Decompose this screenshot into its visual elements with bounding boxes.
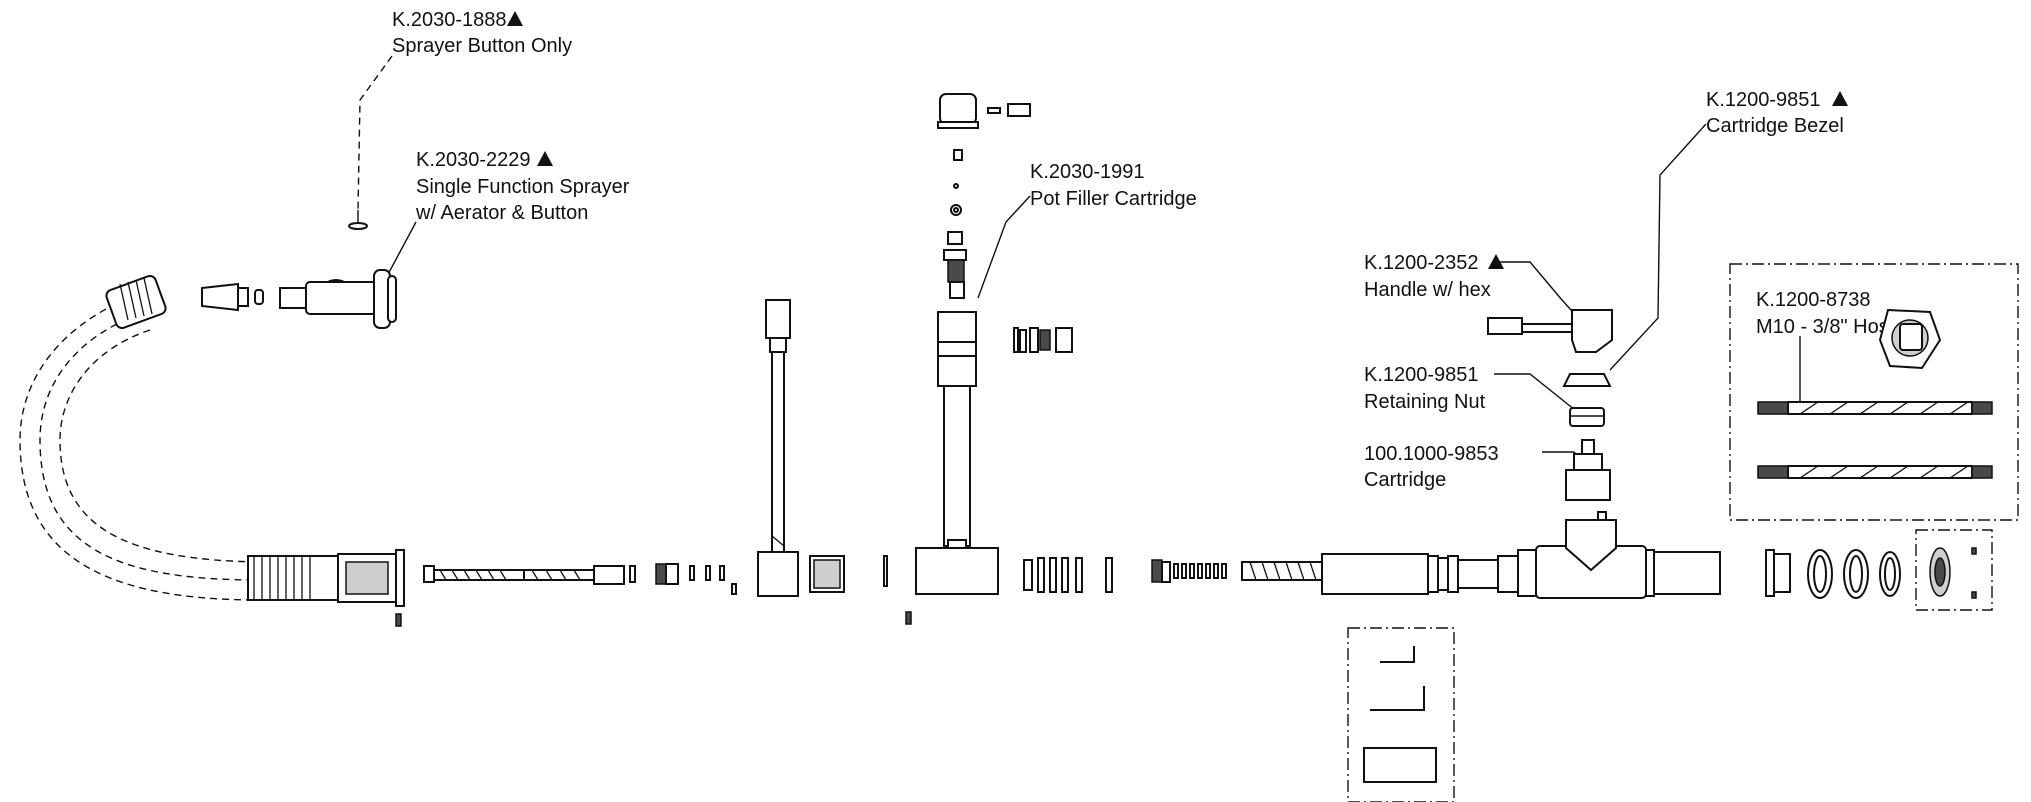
hose-coil-upper — [105, 275, 167, 329]
part-description: Single Function Sprayer — [416, 176, 630, 198]
handle-part — [1487, 309, 1613, 353]
hex-key-box — [1347, 627, 1455, 802]
spout-tube — [905, 311, 1073, 625]
hose-coil-lower — [247, 549, 405, 607]
tall-tube-assembly — [757, 299, 888, 597]
callout-sprayer-button[interactable]: K.2030-1888 Sprayer Button Only — [392, 9, 572, 57]
callout-handle[interactable]: K.1200-2352 Handle w/ hex — [1364, 252, 1504, 301]
svg-text:K.2030-2229: K.2030-2229 — [416, 149, 531, 171]
part-description: M10 - 3/8" Hose — [1756, 316, 1900, 338]
sprayer-button-part — [326, 210, 368, 289]
part-number: 100.1000-9853 — [1364, 443, 1499, 465]
callout-pot-filler-cartridge[interactable]: K.2030-1991 Pot Filler Cartridge — [1030, 161, 1197, 210]
callout-hose[interactable]: K.1200-8738 M10 - 3/8" Hose — [1756, 289, 1900, 338]
callout-retaining-nut[interactable]: K.1200-9851 Retaining Nut — [1364, 364, 1486, 413]
part-description: Handle w/ hex — [1364, 279, 1491, 301]
pot-filler-parts — [937, 93, 1031, 299]
warning-triangle-icon — [507, 11, 523, 26]
part-description: w/ Aerator & Button — [415, 202, 588, 224]
threaded-shaft — [1241, 549, 1537, 597]
part-description: Pot Filler Cartridge — [1030, 188, 1197, 210]
callout-cartridge-bezel[interactable]: K.1200-9851 Cartridge Bezel — [1706, 89, 1848, 137]
svg-text:K.1200-2352: K.1200-2352 — [1364, 252, 1479, 274]
warning-triangle-icon — [1832, 91, 1848, 106]
part-description: Cartridge — [1364, 469, 1446, 491]
svg-text:K.2030-1888: K.2030-1888 — [392, 9, 507, 31]
coiled-hose — [19, 275, 405, 627]
hose-upper — [1757, 401, 1993, 415]
hose-lower — [1757, 465, 1993, 479]
middle-small-parts — [1023, 557, 1227, 593]
hose-kit-box — [1729, 263, 2019, 521]
part-number: K.2030-1888 — [392, 9, 507, 31]
mounting-rings — [1765, 549, 1901, 599]
valve-body — [1535, 511, 1721, 599]
part-description: Sprayer Button Only — [392, 35, 572, 57]
part-number: K.2030-1991 — [1030, 161, 1145, 183]
warning-triangle-icon — [537, 151, 553, 166]
callout-sprayer[interactable]: K.2030-2229 Single Function Sprayer w/ A… — [415, 149, 630, 224]
part-description: Cartridge Bezel — [1706, 115, 1844, 137]
warning-triangle-icon — [1488, 254, 1504, 269]
retaining-nut-part — [1569, 407, 1605, 427]
part-description: Retaining Nut — [1364, 391, 1486, 413]
escutcheon-box — [1915, 529, 1993, 611]
part-number: K.2030-2229 — [416, 149, 531, 171]
sprayer-head-part — [201, 269, 397, 329]
cartridge-bezel-part — [1562, 373, 1612, 387]
part-number: K.1200-2352 — [1364, 252, 1479, 274]
svg-text:K.1200-9851: K.1200-9851 — [1706, 89, 1821, 111]
hose-connector-parts — [423, 563, 737, 595]
cartridge-part — [1565, 439, 1611, 501]
part-number: K.1200-8738 — [1756, 289, 1871, 311]
part-number: K.1200-9851 — [1364, 364, 1479, 386]
callout-cartridge[interactable]: 100.1000-9853 Cartridge — [1364, 443, 1499, 491]
part-number: K.1200-9851 — [1706, 89, 1821, 111]
